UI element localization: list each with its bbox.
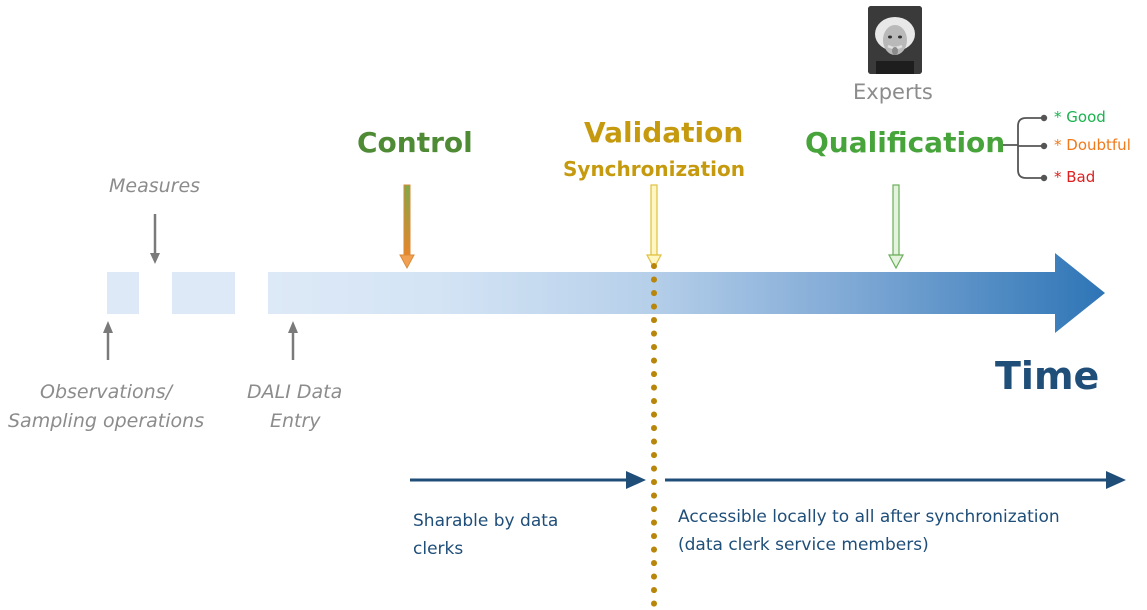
accessible-label-line2: (data clerk service members) bbox=[678, 535, 929, 555]
observations-up-arrow-icon bbox=[103, 321, 113, 360]
dali-up-arrow-icon bbox=[288, 321, 298, 360]
synchronization-label: Synchronization bbox=[563, 157, 746, 181]
expert-portrait-icon bbox=[868, 6, 922, 74]
dali-label-line1: DALI Data bbox=[247, 381, 343, 403]
flag-bad-label: * Bad bbox=[1054, 168, 1096, 186]
measures-label: Measures bbox=[109, 175, 201, 197]
sharable-label-line2: clerks bbox=[413, 539, 464, 559]
qualification-label: Qualification bbox=[805, 126, 1006, 159]
accessible-right-arrow-icon bbox=[665, 471, 1126, 489]
control-label: Control bbox=[357, 126, 473, 159]
experts-label: Experts bbox=[853, 80, 933, 104]
flag-good-label: * Good bbox=[1054, 108, 1106, 126]
validation-down-arrow-icon bbox=[645, 184, 663, 270]
sharable-right-arrow-icon bbox=[410, 471, 646, 489]
flag-dot-doubtful bbox=[1040, 142, 1048, 150]
flag-doubtful-label: * Doubtful bbox=[1054, 136, 1131, 154]
dali-label-line2: Entry bbox=[270, 410, 321, 432]
sharable-label-line1: Sharable by data bbox=[413, 511, 559, 531]
observations-label-line2: Sampling operations bbox=[8, 410, 205, 432]
time-arrow bbox=[268, 253, 1105, 333]
control-down-arrow-icon bbox=[399, 184, 415, 270]
timeline-block-observations bbox=[107, 272, 139, 314]
flag-dot-bad bbox=[1040, 174, 1048, 182]
measures-down-arrow-icon bbox=[150, 214, 160, 264]
accessible-label-line1: Accessible locally to all after synchron… bbox=[678, 507, 1060, 527]
qualification-down-arrow-icon bbox=[887, 184, 905, 270]
observations-label-line1: Observations/ bbox=[40, 381, 172, 403]
qualification-bracket bbox=[1000, 117, 1042, 179]
flag-dot-good bbox=[1040, 114, 1048, 122]
validation-label: Validation bbox=[584, 116, 744, 149]
timeline-block-measures bbox=[172, 272, 235, 314]
time-label: Time bbox=[995, 354, 1100, 398]
